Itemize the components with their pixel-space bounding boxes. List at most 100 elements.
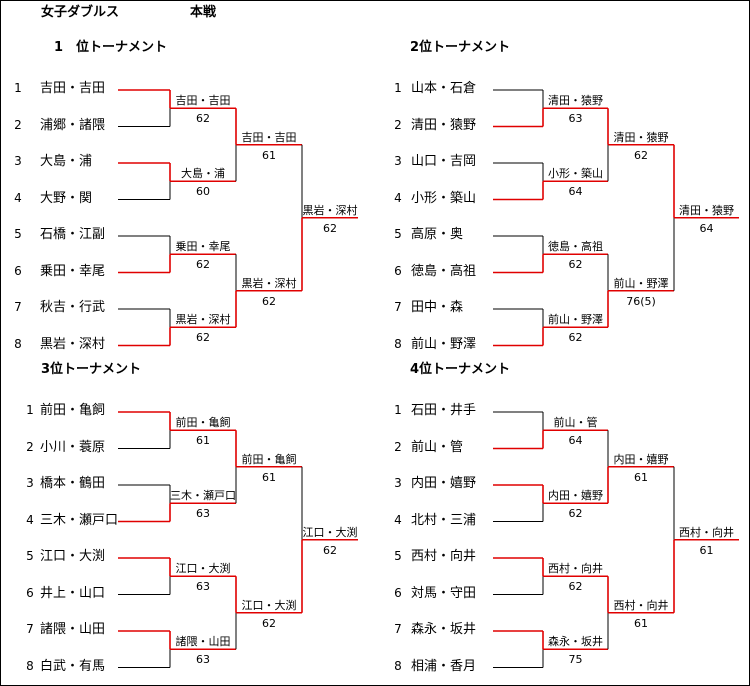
r1-score: 63	[196, 507, 210, 521]
entry-seed: 2	[394, 117, 402, 132]
entry-seed: 2	[394, 439, 402, 454]
final-score: 62	[323, 543, 337, 557]
r2-score: 62	[262, 294, 276, 308]
r1-winner-name: 前山・管	[553, 416, 598, 430]
r2-winner-name: 江口・大渕	[241, 598, 297, 612]
entry-name: 江口・大渕	[40, 549, 106, 564]
final-winner-name: 江口・大渕	[302, 525, 358, 539]
entry-name: 小形・築山	[411, 190, 477, 206]
r1-winner-name: 江口・大渕	[175, 562, 231, 576]
bracket-title: 1 位トーナメント	[54, 40, 168, 55]
final-score: 62	[323, 221, 337, 235]
r2-winner-name: 吉田・吉田	[241, 130, 297, 144]
entry-seed: 1	[14, 81, 22, 95]
entry-name: 山口・吉岡	[411, 154, 477, 169]
r1-score: 62	[196, 258, 210, 272]
entry-name: 対馬・守田	[411, 585, 477, 601]
final-winner-name: 西村・向井	[679, 525, 734, 539]
entry-name: 三木・瀬戸口	[40, 512, 119, 528]
entry-seed: 5	[14, 227, 22, 241]
entry-name: 田中・森	[411, 300, 464, 315]
entry-seed: 7	[26, 622, 34, 636]
final-score: 64	[699, 221, 714, 235]
r1-winner-name: 黒岩・深村	[175, 313, 231, 327]
r2-score: 61	[262, 148, 276, 162]
entry-seed: 5	[394, 227, 402, 241]
r1-winner-name: 小形・築山	[548, 167, 603, 181]
entry-seed: 5	[394, 549, 402, 563]
entry-name: 前田・亀飼	[40, 403, 106, 418]
entry-name: 秋吉・行武	[40, 300, 106, 315]
r1-score: 62	[196, 331, 210, 345]
entry-seed: 7	[394, 622, 402, 636]
entry-seed: 4	[394, 512, 402, 527]
entry-seed: 6	[26, 585, 34, 600]
page-subtitle: 本戦	[190, 5, 217, 20]
r1-score: 62	[568, 580, 583, 594]
entry-name: 石橋・江副	[40, 227, 106, 242]
entry-seed: 4	[14, 190, 22, 205]
r1-winner-name: 清田・猿野	[548, 94, 603, 108]
entry-name: 徳島・高祖	[411, 263, 477, 279]
r2-winner-name: 内田・嬉野	[613, 452, 669, 466]
entry-name: 山本・石倉	[411, 81, 477, 96]
r2-score: 61	[262, 470, 276, 484]
r1-score: 62	[568, 331, 583, 345]
r2-winner-name: 西村・向井	[613, 598, 669, 612]
r1-winner-name: 前山・野澤	[548, 313, 603, 327]
r2-winner-name: 清田・猿野	[613, 130, 669, 144]
r1-score: 62	[196, 112, 210, 126]
entry-name: 黒岩・深村	[40, 336, 106, 352]
entry-name: 諸隈・山田	[40, 622, 106, 637]
entry-name: 乗田・幸尾	[40, 263, 106, 279]
final-winner-name: 黒岩・深村	[302, 203, 358, 217]
entry-seed: 3	[394, 476, 402, 490]
entry-seed: 8	[394, 658, 402, 673]
r1-score: 64	[568, 185, 583, 199]
r2-score: 62	[634, 148, 648, 162]
r1-winner-name: 西村・向井	[548, 562, 603, 576]
entry-name: 小川・蓑原	[40, 439, 106, 455]
r1-winner-name: 吉田・吉田	[175, 94, 231, 108]
r1-score: 61	[196, 434, 210, 448]
entry-seed: 2	[26, 439, 34, 454]
entry-seed: 3	[14, 154, 22, 168]
entry-name: 吉田・吉田	[40, 81, 106, 96]
entry-name: 高原・奥	[411, 227, 464, 242]
r1-score: 63	[196, 653, 210, 667]
r2-score: 61	[634, 616, 648, 630]
entry-seed: 1	[394, 81, 402, 95]
page-title: 女子ダブルス	[41, 5, 120, 20]
entry-name: 前山・管	[411, 439, 464, 455]
r1-winner-name: 諸隈・山田	[175, 635, 231, 649]
r1-winner-name: 森永・坂井	[548, 635, 603, 649]
entry-seed: 7	[14, 300, 22, 314]
r1-winner-name: 内田・嬉野	[548, 489, 603, 503]
entry-name: 北村・三浦	[411, 512, 477, 528]
r1-winner-name: 徳島・高祖	[548, 240, 603, 254]
r1-score: 62	[568, 258, 583, 272]
entry-name: 清田・猿野	[411, 117, 477, 133]
entry-name: 相浦・香月	[411, 658, 477, 674]
r2-score: 76(5)	[626, 294, 656, 308]
entry-name: 橋本・鶴田	[40, 476, 106, 491]
entry-name: 白武・有馬	[40, 658, 106, 674]
entry-seed: 8	[26, 658, 34, 673]
entry-name: 井上・山口	[40, 585, 106, 601]
entry-seed: 2	[14, 117, 22, 132]
r1-winner-name: 三木・瀬戸口	[170, 489, 236, 503]
r2-winner-name: 黒岩・深村	[241, 276, 297, 290]
bracket-title: 2位トーナメント	[410, 40, 511, 55]
entry-seed: 6	[394, 263, 402, 278]
entry-seed: 7	[394, 300, 402, 314]
entry-seed: 4	[394, 190, 402, 205]
r1-score: 63	[568, 112, 583, 126]
r2-winner-name: 前山・野澤	[613, 276, 669, 290]
entry-seed: 8	[14, 336, 22, 351]
r2-score: 61	[634, 470, 648, 484]
entry-seed: 1	[394, 403, 402, 417]
entry-seed: 3	[394, 154, 402, 168]
entry-name: 森永・坂井	[411, 622, 477, 637]
entry-seed: 4	[26, 512, 34, 527]
